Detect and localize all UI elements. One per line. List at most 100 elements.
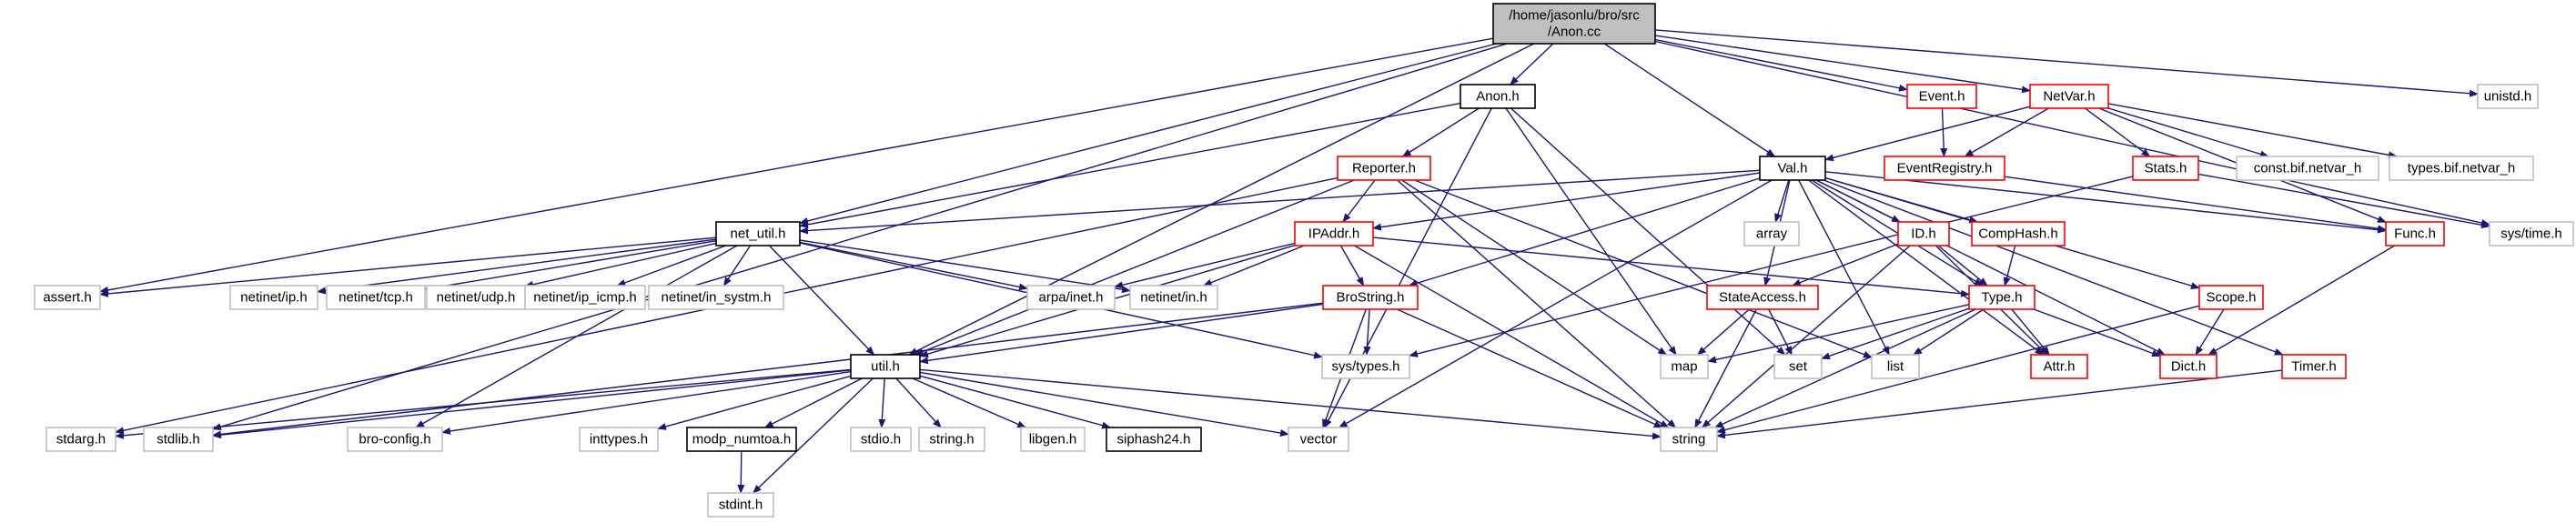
edge-ipaddr_h-to-netinet_in_h — [1202, 245, 1305, 287]
edge-anon_cc-to-netvar_h — [1654, 35, 2031, 94]
node-anon-cc[interactable]: /home/jasonlu/bro/src/Anon.cc — [1492, 3, 1656, 45]
node-netinet-udp-h: netinet/udp.h — [426, 285, 526, 310]
node-label: bro-config.h — [359, 432, 430, 448]
node-stdint-h: stdint.h — [707, 492, 774, 518]
node-label: Stats.h — [2145, 161, 2187, 176]
node-box — [1906, 84, 1977, 109]
node-label: Reporter.h — [1352, 161, 1416, 176]
node-label: unistd.h — [2484, 89, 2532, 105]
node-label: stdint.h — [719, 498, 763, 513]
node-val-h[interactable]: Val.h — [1759, 156, 1826, 181]
node-label: Anon.h — [1476, 89, 1520, 105]
edge-netvar_h-to-eventregistry_h — [1964, 107, 2049, 157]
node-type-h[interactable]: Type.h — [1968, 285, 2036, 310]
node-label: netinet/in.h — [1140, 290, 1207, 306]
node-eventregistry-h[interactable]: EventRegistry.h — [1884, 156, 2005, 181]
edge-net_util_h-to-bro_config_h — [415, 245, 738, 428]
node-timer-h[interactable]: Timer.h — [2281, 354, 2347, 379]
node-scope-h[interactable]: Scope.h — [2198, 285, 2264, 310]
edge-timer_h-to-string — [1716, 369, 2283, 439]
node-dict-h[interactable]: Dict.h — [2159, 354, 2217, 379]
node-box — [229, 285, 318, 310]
node-anon-h[interactable]: Anon.h — [1460, 84, 1536, 109]
node-box — [143, 427, 214, 452]
node-label: modp_numtoa.h — [692, 432, 791, 448]
node-box — [1322, 285, 1419, 310]
node-label: Func.h — [2394, 226, 2436, 242]
edge-anon_cc-to-unistd_h — [1654, 29, 2479, 97]
edge-type_h-to-list — [1913, 308, 1985, 356]
node-box — [347, 427, 443, 452]
node-box — [1106, 427, 1202, 452]
edge-brostring_h-to-util_h — [919, 303, 1324, 365]
node-brostring-h[interactable]: BroString.h — [1322, 285, 1419, 310]
node-box — [1660, 427, 1718, 452]
node-box — [326, 285, 426, 310]
edge-net_util_h-to-netinet_in_systm_h — [722, 245, 752, 287]
edge-util_h-to-stdlib_h — [212, 369, 852, 439]
node-box — [2236, 156, 2379, 181]
node-assert-h: assert.h — [34, 285, 101, 310]
edge-val_h-to-timer_h — [1823, 179, 2284, 356]
edge-reporter_h-to-util_h — [914, 179, 1355, 356]
node-stateaccess-h[interactable]: StateAccess.h — [1706, 285, 1819, 310]
node-util-h[interactable]: util.h — [850, 354, 921, 379]
edge-anon_h-to-net_util_h — [799, 102, 1461, 228]
node-label: sys/time.h — [2500, 226, 2562, 242]
edge-anon_h-to-vector — [1324, 107, 1492, 428]
node-box — [2198, 285, 2264, 310]
node-box — [1129, 285, 1218, 310]
node-siphash24-h[interactable]: siphash24.h — [1106, 427, 1202, 452]
edge-util_h-to-vector — [919, 371, 1289, 437]
node-label: /Anon.cc — [1548, 25, 1601, 40]
edge-util_h-to-string_h — [895, 377, 942, 428]
edges-layer — [99, 29, 2490, 494]
edge-anon_h-to-map — [1505, 107, 1677, 356]
node-label: netinet/in_systm.h — [662, 290, 772, 306]
node-reporter-h[interactable]: Reporter.h — [1337, 156, 1431, 181]
edge-eventregistry_h-to-func_h — [2004, 176, 2387, 233]
edge-val_h-to-dict_h — [1815, 179, 2166, 356]
node-netinet-in-systm-h: netinet/in_systm.h — [648, 285, 784, 310]
edge-stats_h-to-sys_types_h — [1409, 176, 2134, 357]
node-sys-time-h: sys/time.h — [2489, 221, 2574, 246]
node-net-util-h[interactable]: net_util.h — [715, 221, 801, 246]
node-netinet-ip-icmp-h: netinet/ip_icmp.h — [524, 285, 646, 310]
node-libgen-h: libgen.h — [1020, 427, 1086, 452]
edge-reporter_h-to-map — [1401, 179, 1668, 356]
node-label: BroString.h — [1336, 290, 1404, 306]
node-bro-config-h: bro-config.h — [347, 427, 443, 452]
edge-netvar_h-to-stats_h — [2084, 107, 2151, 157]
node-vector: vector — [1288, 427, 1349, 452]
node-id-h[interactable]: ID.h — [1897, 221, 1950, 246]
node-list: list — [1871, 354, 1920, 379]
node-box — [524, 285, 646, 310]
node-label: stdlib.h — [157, 432, 200, 448]
node-netvar-h[interactable]: NetVar.h — [2029, 84, 2109, 109]
node-attr-h[interactable]: Attr.h — [2030, 354, 2088, 379]
edge-val_h-to-list — [1798, 179, 1890, 356]
node-box — [707, 492, 774, 518]
edge-util_h-to-bro_config_h — [441, 370, 852, 435]
node-event-h[interactable]: Event.h — [1906, 84, 1977, 109]
node-label: EventRegistry.h — [1897, 161, 1993, 176]
node-string-h: string.h — [918, 427, 985, 452]
node-stats-h[interactable]: Stats.h — [2132, 156, 2199, 181]
node-stdio-h: stdio.h — [850, 427, 912, 452]
node-label: string.h — [929, 432, 974, 448]
node-label: const.bif.netvar_h — [2254, 161, 2361, 176]
node-comphash-h[interactable]: CompHash.h — [1971, 221, 2066, 246]
node-label: StateAccess.h — [1719, 290, 1806, 306]
node-box — [1773, 354, 1823, 379]
node-func-h[interactable]: Func.h — [2385, 221, 2445, 246]
node-modp-numtoa-h[interactable]: modp_numtoa.h — [686, 427, 797, 452]
node-ipaddr-h[interactable]: IPAddr.h — [1294, 221, 1374, 246]
edge-scope_h-to-dict_h — [2195, 308, 2225, 356]
edge-util_h-to-string — [919, 368, 1662, 440]
edge-anon_cc-to-val_h — [1603, 43, 1776, 157]
edge-modp_numtoa_h-to-stdint_h — [737, 450, 745, 494]
node-box — [686, 427, 797, 452]
edge-type_h-to-attr_h — [2011, 308, 2050, 356]
edge-anon_cc-to-util_h — [908, 43, 1535, 356]
